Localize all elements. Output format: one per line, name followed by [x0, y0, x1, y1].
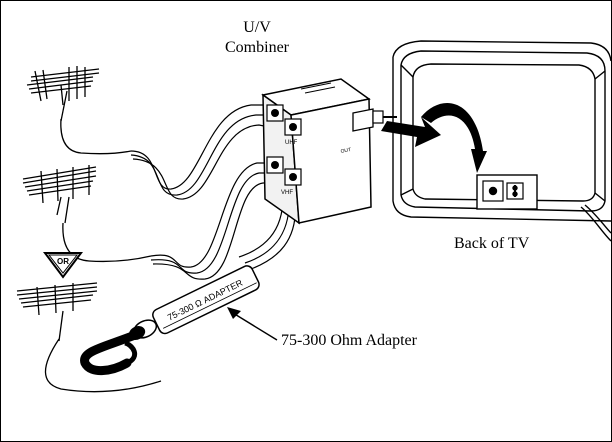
combiner-label-line1: U/V	[243, 19, 271, 36]
uv-combiner-box: UHF VHF OUT	[261, 78, 397, 225]
back-of-tv-label: Back of TV	[454, 235, 530, 252]
adapter-callout-arrow	[227, 307, 278, 341]
coax-cable	[80, 330, 140, 375]
combiner-to-tv-arrow	[381, 117, 441, 147]
combiner-label: U/V Combiner	[217, 18, 297, 58]
tv-terminal-pointer-arrow	[421, 102, 487, 173]
vhf-antenna-bottom	[16, 282, 162, 393]
vhf-uhf-antenna-top	[26, 66, 132, 155]
adapter-75-300-ohm: 75-300 Ω ADAPTER	[128, 265, 260, 340]
vhf-uhf-antenna-middle	[22, 165, 152, 263]
or-badge-text: OR	[57, 257, 69, 266]
vhf-label: VHF	[281, 190, 293, 196]
or-badge: OR	[43, 252, 83, 279]
combiner-label-line2: Combiner	[225, 39, 289, 56]
tv-back	[392, 40, 611, 242]
coax-cable-end	[124, 340, 138, 366]
output-label: OUT	[340, 147, 352, 155]
uhf-label: UHF	[285, 140, 298, 146]
twin-lead-wires	[130, 104, 297, 280]
adapter-callout-label: 75-300 Ohm Adapter	[281, 332, 417, 349]
